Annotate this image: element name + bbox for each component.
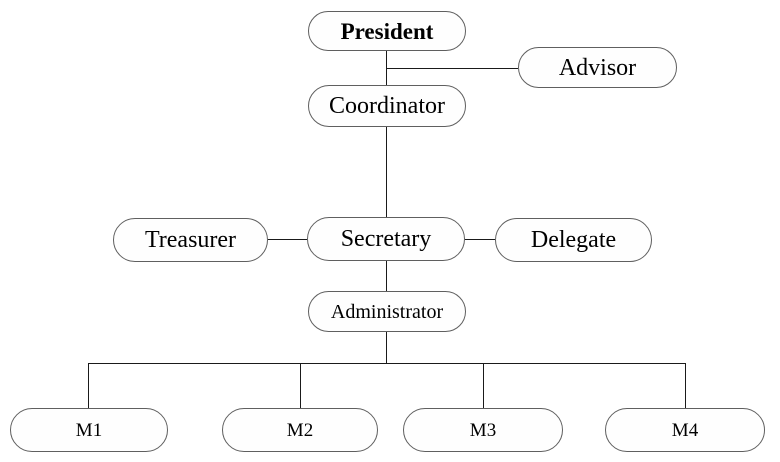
node-secretary: Secretary [307,217,465,261]
connector-administrator-bus [386,332,387,363]
node-administrator: Administrator [308,291,466,332]
connector-bus-m4 [685,363,686,408]
connector-bus-m3 [483,363,484,408]
node-m2: M2 [222,408,378,452]
connector-treasurer-secretary [268,239,307,240]
node-coordinator: Coordinator [308,85,466,127]
connector-secretary-delegate [465,239,495,240]
node-m4: M4 [605,408,765,452]
node-president: President [308,11,466,51]
node-treasurer: Treasurer [113,218,268,262]
connector-president-advisor [387,68,518,69]
node-advisor: Advisor [518,47,677,88]
connector-bus-horizontal [88,363,686,364]
node-m1: M1 [10,408,168,452]
connector-bus-m1 [88,363,89,408]
node-delegate: Delegate [495,218,652,262]
connector-bus-m2 [300,363,301,408]
connector-secretary-administrator [386,261,387,291]
connector-president-coordinator [386,51,387,85]
connector-coordinator-secretary [386,127,387,217]
node-m3: M3 [403,408,563,452]
